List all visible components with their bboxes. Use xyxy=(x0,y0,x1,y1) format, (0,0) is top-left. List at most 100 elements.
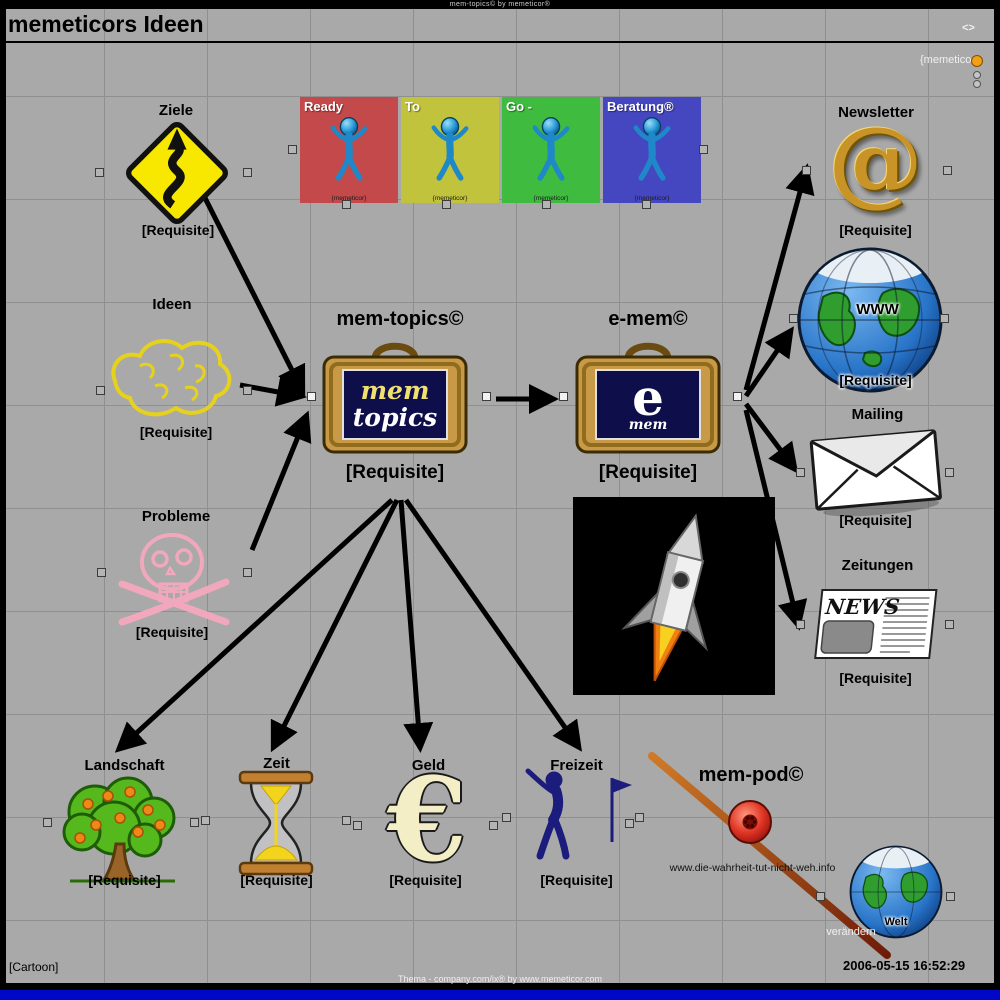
footer-timestamp: 2006-05-15 16:52:29 xyxy=(843,958,966,973)
connector-handle[interactable] xyxy=(482,392,491,401)
mem-power-block[interactable]: mem- P(owe)R xyxy=(573,497,775,695)
selection-handle[interactable] xyxy=(95,168,104,177)
newsletter-at-icon[interactable]: @ xyxy=(828,106,923,217)
arrow-memtopics-to-zeit[interactable] xyxy=(270,498,400,753)
connector-handle[interactable] xyxy=(559,392,568,401)
selection-handle[interactable] xyxy=(642,200,651,209)
mem-pod-title: mem-pod© xyxy=(698,764,804,786)
banner-cell-credit: {memeticor} xyxy=(634,195,670,202)
selection-handle[interactable] xyxy=(97,568,106,577)
selection-handle[interactable] xyxy=(802,166,811,175)
zeit-label: Zeit xyxy=(263,755,290,772)
selection-handle[interactable] xyxy=(635,813,644,822)
welt-label: Welt xyxy=(884,916,908,928)
welt-globe-icon[interactable] xyxy=(848,844,944,940)
geld-requisite: [Requisite] xyxy=(389,872,462,888)
geld-euro-icon[interactable]: € xyxy=(386,753,468,888)
banner-cell-ready[interactable]: Ready {memeticor} xyxy=(300,97,398,203)
arrow-memtopics-to-landschaft[interactable] xyxy=(114,498,394,753)
mem-pod-trajectory-line xyxy=(648,752,891,959)
connector-handle[interactable] xyxy=(733,392,742,401)
selection-handle[interactable] xyxy=(796,620,805,629)
www-globe-icon[interactable] xyxy=(795,245,945,395)
selection-handle[interactable] xyxy=(789,314,798,323)
probleme-requisite: [Requisite] xyxy=(135,624,209,640)
selection-handle[interactable] xyxy=(816,892,825,901)
banner-cell-beratung[interactable]: Beratung® {memeticor} xyxy=(603,97,701,203)
selection-handle[interactable] xyxy=(243,168,252,177)
selection-handle[interactable] xyxy=(542,200,551,209)
ideen-brain-icon[interactable] xyxy=(100,326,245,426)
zeitungen-newspaper-icon[interactable]: NEWS xyxy=(807,584,942,664)
stickman-icon xyxy=(519,115,583,187)
banner-cell-label: To xyxy=(405,99,420,114)
geld-label: Geld xyxy=(411,757,446,774)
selection-handle[interactable] xyxy=(945,620,954,629)
window-caption: mem-topics© by memeticor® xyxy=(449,1,551,8)
selection-handle[interactable] xyxy=(243,568,252,577)
arrow-emem-to-newsletter[interactable] xyxy=(743,163,815,391)
window-bottom-border xyxy=(0,983,1000,990)
selection-handle[interactable] xyxy=(943,166,952,175)
selection-handle[interactable] xyxy=(288,145,297,154)
arrow-probleme-to-memtopics[interactable] xyxy=(249,410,312,551)
arrow-memtopics-to-geld[interactable] xyxy=(398,499,434,753)
rocket-icon xyxy=(621,513,708,682)
selection-handle[interactable] xyxy=(699,145,708,154)
mem-pod-ball-icon[interactable] xyxy=(726,798,774,846)
selection-handle[interactable] xyxy=(342,200,351,209)
selection-handle[interactable] xyxy=(353,821,362,830)
selection-handle[interactable] xyxy=(625,819,634,828)
selection-handle[interactable] xyxy=(201,816,210,825)
ideen-requisite: [Requisite] xyxy=(139,424,213,440)
arrow-emem-to-mailing[interactable] xyxy=(744,402,799,474)
selection-handle[interactable] xyxy=(796,468,805,477)
zeit-hourglass-icon[interactable] xyxy=(237,770,315,876)
connector-handle[interactable] xyxy=(307,392,316,401)
corner-glyph: <> xyxy=(962,22,975,34)
probleme-skull-icon[interactable] xyxy=(104,524,244,629)
arrow-emem-to-www[interactable] xyxy=(743,326,794,398)
mailing-envelope-icon[interactable] xyxy=(806,424,946,519)
window-left-border xyxy=(0,0,6,1000)
landschaft-tree-icon[interactable] xyxy=(50,770,195,885)
selection-handle[interactable] xyxy=(342,816,351,825)
banner-cell-label: Ready xyxy=(304,99,344,114)
stickman-icon xyxy=(317,115,381,187)
mem-pod-url[interactable]: www.die-wahrheit-tut-nicht-weh.info xyxy=(669,862,836,874)
mem-topics-requisite: [Requisite] xyxy=(345,462,445,483)
selection-handle[interactable] xyxy=(243,386,252,395)
newsletter-label: Newsletter xyxy=(838,104,914,121)
banner-cell-go[interactable]: Go - {memeticor} xyxy=(502,97,600,203)
www-requisite: [Requisite] xyxy=(839,372,912,388)
page-title: memeticors Ideen xyxy=(8,11,204,37)
selection-handle[interactable] xyxy=(96,386,105,395)
freizeit-requisite: [Requisite] xyxy=(540,872,613,888)
selection-handle[interactable] xyxy=(43,818,52,827)
window-top-bar: mem-topics© by memeticor® xyxy=(0,0,1000,9)
e-mem-requisite: [Requisite] xyxy=(598,462,698,483)
mem-topics-screen-line2: topics xyxy=(352,402,438,432)
e-mem-screen-big: e xyxy=(632,368,664,428)
freizeit-golfer-icon[interactable] xyxy=(520,768,635,868)
selection-handle[interactable] xyxy=(940,314,949,323)
selection-handle[interactable] xyxy=(489,821,498,830)
arrow-ziele-to-memtopics[interactable] xyxy=(199,190,306,397)
selection-handle[interactable] xyxy=(442,200,451,209)
stickman-icon xyxy=(620,115,684,187)
banner-cell-label: Beratung® xyxy=(607,99,674,114)
selection-handle[interactable] xyxy=(946,892,955,901)
selection-handle[interactable] xyxy=(190,818,199,827)
ziele-roadsign-icon[interactable] xyxy=(124,120,230,226)
banner-cell-to[interactable]: To {memeticor} xyxy=(401,97,499,203)
selection-handle[interactable] xyxy=(945,468,954,477)
freizeit-label: Freizeit xyxy=(550,757,603,774)
selection-handle[interactable] xyxy=(502,813,511,822)
stickman-icon xyxy=(418,115,482,187)
landschaft-label: Landschaft xyxy=(84,757,165,774)
mem-topics-briefcase-icon[interactable] xyxy=(320,337,470,457)
arrow-memtopics-to-freizeit[interactable] xyxy=(403,498,583,752)
e-mem-briefcase-icon[interactable] xyxy=(573,337,723,457)
